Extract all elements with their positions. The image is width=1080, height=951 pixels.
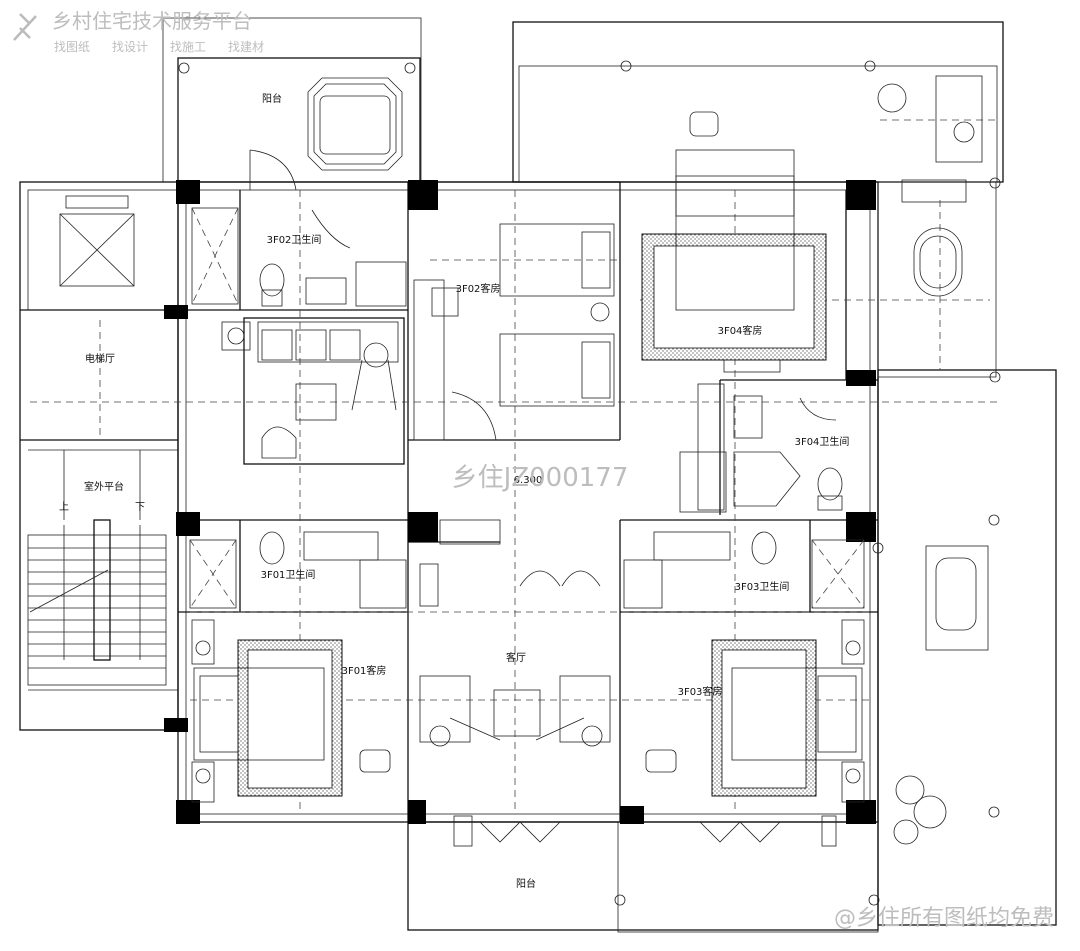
- label-balcony-bottom: 阳台: [516, 877, 536, 890]
- guest-3f03-furniture: [645, 619, 865, 803]
- watermark-link-1: 找图纸: [54, 40, 90, 54]
- label-guest-3f04: 3F04客房: [718, 324, 763, 337]
- label-guest-3f03: 3F03客房: [678, 685, 723, 698]
- label-bath-3f03: 3F03卫生间: [735, 580, 790, 593]
- watermark-brand: 乡村住宅技术服务平台: [52, 9, 252, 33]
- bath-3f03-fixtures: [623, 531, 865, 609]
- outdoor-platform: [28, 449, 178, 691]
- lounge-furniture: [221, 317, 405, 465]
- brand-logo: [13, 13, 37, 41]
- label-living-room: 客厅: [506, 651, 526, 664]
- label-stair-up: 上: [59, 501, 69, 513]
- watermark-link-4: 找建材: [228, 40, 264, 54]
- guest-3f01-furniture: [191, 619, 391, 803]
- terrace-top-right: [620, 60, 1001, 383]
- guest-3f02-furniture: [413, 223, 615, 441]
- terrace-right: [872, 514, 1000, 845]
- elevator-icon: [59, 195, 135, 287]
- bath-3f01-fixtures: [189, 531, 407, 609]
- watermark-link-3: 找施工: [170, 40, 206, 54]
- label-bath-3f02: 3F02卫生间: [267, 233, 322, 246]
- level-mark: 6.300: [514, 475, 543, 486]
- label-stair-down: 下: [135, 502, 145, 513]
- watermark-link-2: 找设计: [112, 40, 148, 54]
- bath-3f02-fixtures: [191, 149, 407, 307]
- label-bath-3f04: 3F04卫生间: [795, 435, 850, 448]
- watermark-footer: @乡住所有图纸均免费: [834, 906, 1054, 931]
- guest-3f04-furniture: [641, 111, 827, 373]
- columns: [164, 180, 876, 824]
- living-room-furniture: [419, 519, 611, 747]
- label-guest-3f02: 3F02客房: [456, 282, 501, 295]
- label-outdoor-platform: 室外平台: [84, 480, 124, 493]
- label-bath-3f01: 3F01卫生间: [261, 568, 316, 581]
- label-elevator-hall: 电梯厅: [85, 352, 115, 365]
- hot-tub-icon: [178, 62, 416, 171]
- bath-3f04-fixtures: [679, 383, 843, 513]
- bottom-balcony: [453, 815, 880, 906]
- label-balcony-top: 阳台: [262, 92, 282, 105]
- label-guest-3f01: 3F01客房: [342, 664, 387, 677]
- staircase-icon: [27, 519, 167, 686]
- watermark-center: 乡住JZ000177: [452, 463, 629, 493]
